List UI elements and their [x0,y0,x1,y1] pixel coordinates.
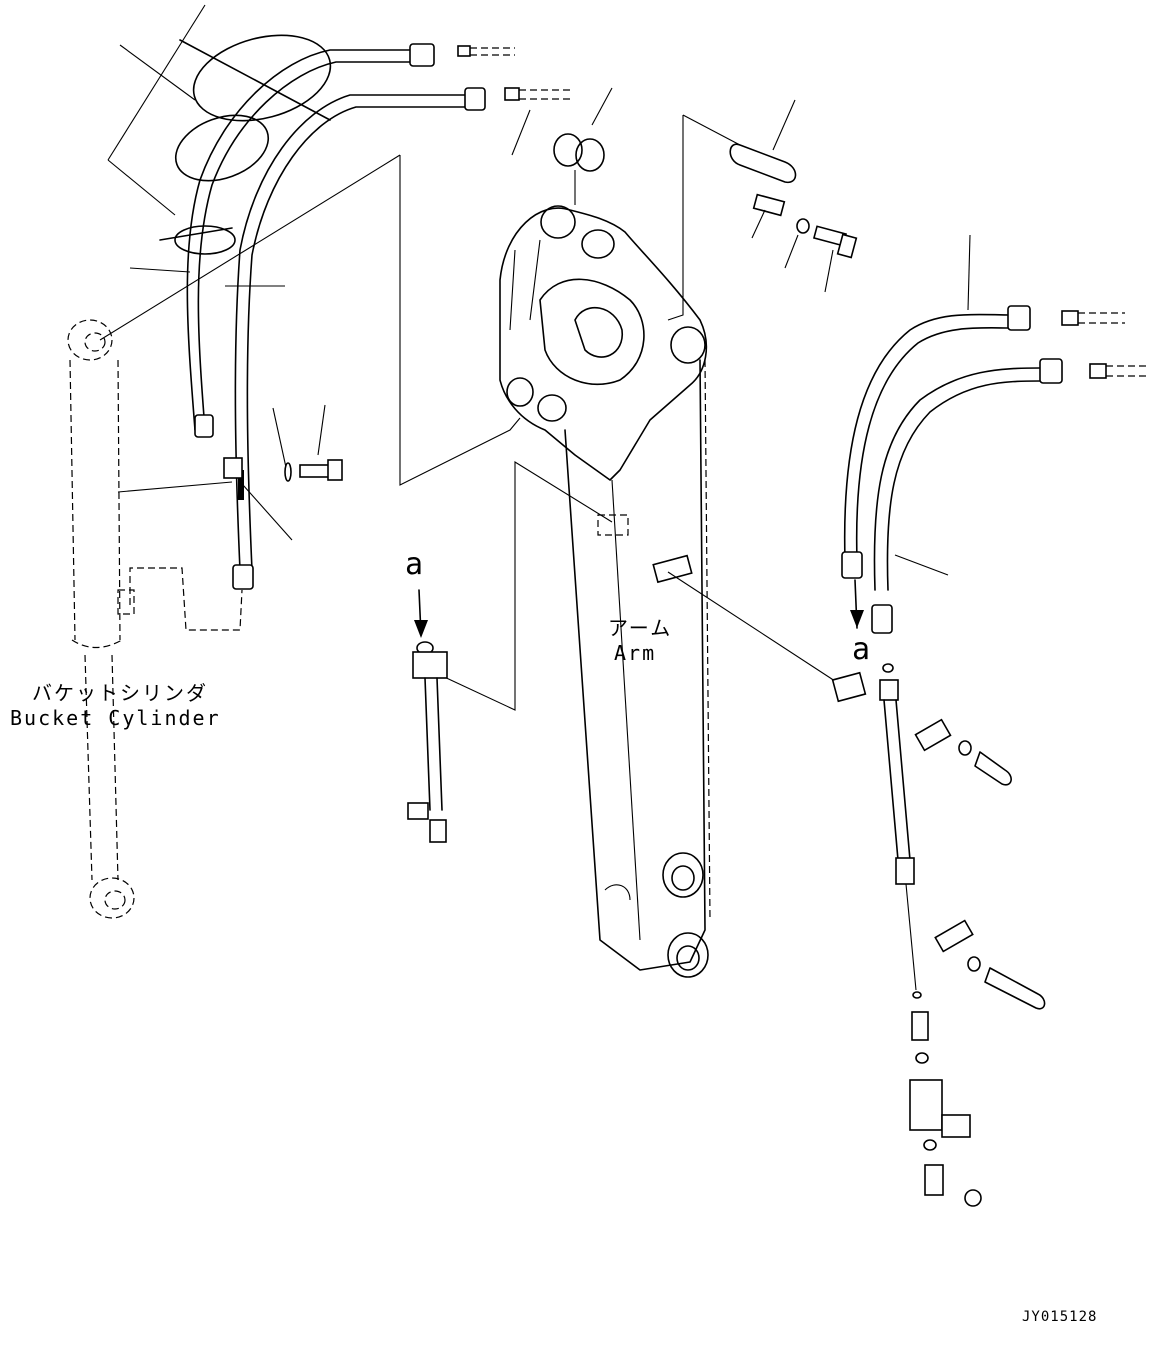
reference-mark-right: a [852,632,871,667]
arm-label-jp: アーム [608,616,673,640]
bucket-cylinder [67,154,401,919]
bucket-cylinder-label-jp: バケットシリンダ [32,681,208,705]
clamp-bolt [242,404,343,541]
leader-zigzag [399,114,741,711]
upper-hose-bundle [107,4,570,590]
right-hoses [841,234,1150,634]
drawing-code: JY015128 [1022,1309,1098,1325]
left-pipe-assembly [407,589,448,843]
pin-and-shims [553,87,858,293]
bucket-cylinder-label-en: Bucket Cylinder [10,706,221,730]
reference-mark-left: a [405,547,424,582]
right-pipe-assembly [879,663,1046,1207]
arm-label-en: Arm [614,641,657,665]
arm-structure [499,205,867,978]
